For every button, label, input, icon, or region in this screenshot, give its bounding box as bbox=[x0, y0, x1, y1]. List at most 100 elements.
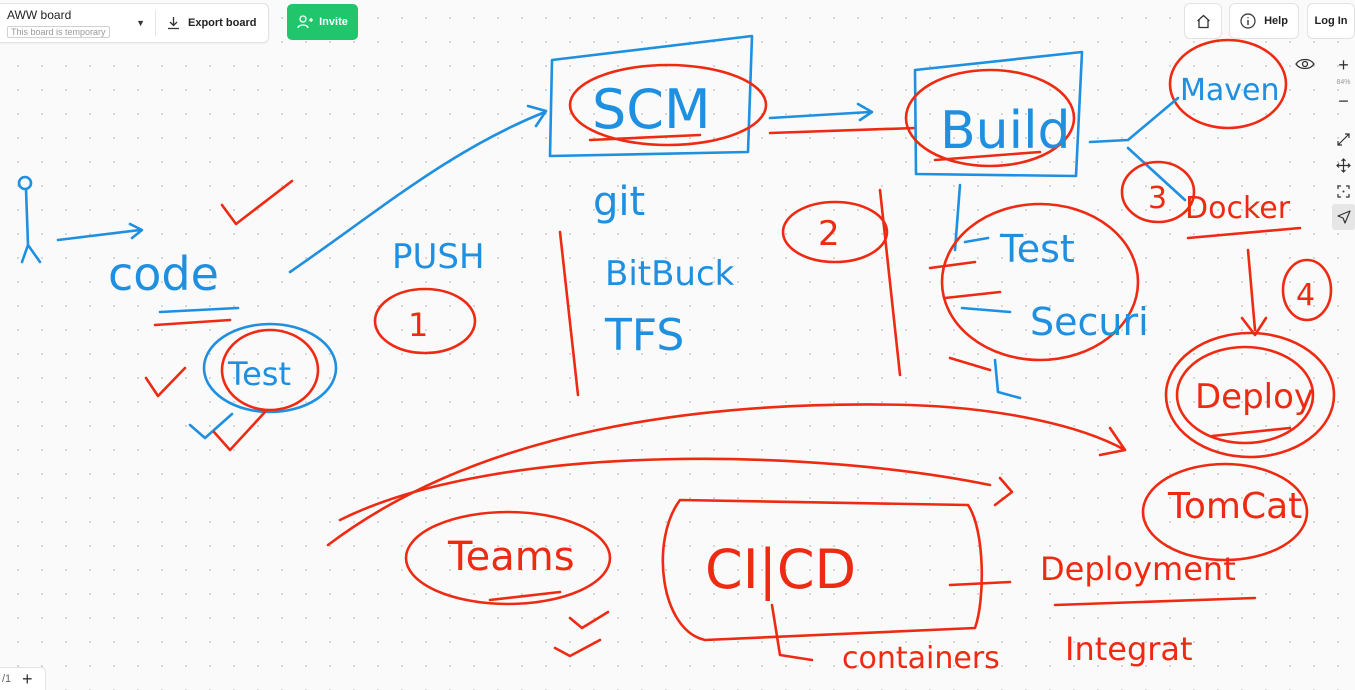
check-mark-left bbox=[144, 366, 187, 398]
help-label: Help bbox=[1264, 15, 1288, 27]
help-button[interactable]: Help bbox=[1229, 3, 1299, 39]
zoom-out-button[interactable]: − bbox=[1338, 90, 1349, 111]
label-maven: Maven bbox=[1180, 73, 1280, 108]
add-user-icon bbox=[297, 15, 314, 29]
check-mark-red-bottom bbox=[212, 410, 267, 452]
export-board-button[interactable]: Export board bbox=[156, 4, 268, 42]
label-deploy: Deploy bbox=[1195, 377, 1314, 417]
navigation-arrow-icon bbox=[1336, 210, 1351, 224]
page-indicator: /1 bbox=[2, 673, 12, 685]
label-integration: Integrat bbox=[1065, 630, 1193, 668]
circle-scm bbox=[568, 63, 768, 147]
home-icon bbox=[1196, 14, 1210, 28]
box-scm bbox=[548, 34, 754, 158]
eye-icon[interactable] bbox=[1295, 57, 1315, 76]
bracket-left bbox=[558, 230, 580, 397]
circle-step-1 bbox=[373, 287, 477, 355]
arc-large bbox=[326, 403, 1127, 547]
check-mark-top bbox=[220, 179, 294, 226]
circle-deploy-outer bbox=[1164, 331, 1336, 459]
export-board-label: Export board bbox=[188, 17, 257, 29]
circle-step-3 bbox=[1120, 160, 1196, 224]
line-test-down bbox=[993, 358, 1022, 400]
download-icon bbox=[168, 17, 179, 30]
arrow-scm-to-build bbox=[768, 102, 874, 122]
line-docker-to-deploy bbox=[1240, 248, 1268, 337]
login-button[interactable]: Log In bbox=[1307, 3, 1355, 39]
label-code: code bbox=[108, 247, 219, 301]
underline-docker bbox=[1186, 226, 1302, 240]
info-icon bbox=[1240, 13, 1256, 29]
arrow-code-to-scm bbox=[288, 104, 548, 274]
label-push: PUSH bbox=[392, 237, 485, 277]
focus-frame-icon bbox=[1337, 184, 1350, 198]
circle-build bbox=[904, 68, 1076, 168]
arrow-figure-to-code bbox=[56, 222, 144, 242]
circle-teams bbox=[404, 510, 612, 606]
add-page-button[interactable]: + bbox=[22, 669, 33, 689]
label-cicd: CI|CD bbox=[705, 538, 856, 601]
label-step-4: 4 bbox=[1296, 278, 1315, 313]
home-button[interactable] bbox=[1184, 3, 1222, 39]
box-cicd bbox=[661, 498, 984, 642]
pointer-tool-button[interactable] bbox=[1332, 204, 1355, 230]
login-label: Log In bbox=[1314, 15, 1348, 27]
underline-code bbox=[158, 306, 240, 314]
label-bitbucket: BitBuck bbox=[605, 254, 735, 294]
circle-tomcat bbox=[1141, 462, 1309, 562]
label-tomcat: TomCat bbox=[1167, 486, 1302, 527]
stick-figure-drawing bbox=[17, 175, 42, 264]
bracket-containers bbox=[770, 603, 814, 662]
label-test-left: Test bbox=[227, 355, 291, 393]
underline-code-red bbox=[153, 318, 232, 327]
label-step-2: 2 bbox=[818, 214, 840, 254]
toolbar-spacer bbox=[1332, 114, 1355, 126]
zoom-in-button[interactable]: + bbox=[1338, 54, 1349, 75]
circle-test-security bbox=[940, 202, 1140, 362]
underline-build bbox=[933, 150, 1042, 162]
label-scm: SCM bbox=[592, 78, 711, 141]
arrow-security bbox=[960, 306, 1012, 314]
label-step-3: 3 bbox=[1148, 181, 1167, 216]
underline-deploy bbox=[1210, 426, 1292, 438]
circle-step-2 bbox=[781, 200, 889, 264]
invite-label: Invite bbox=[319, 16, 348, 28]
circle-test-left-red bbox=[220, 328, 320, 412]
zoom-level: 84% bbox=[1336, 79, 1351, 86]
bracket-right bbox=[878, 188, 902, 377]
expand-icon bbox=[1337, 132, 1350, 146]
label-docker: Docker bbox=[1185, 191, 1291, 226]
underline-scm bbox=[588, 133, 702, 142]
underline-teams bbox=[488, 590, 562, 602]
board-temporary-badge: This board is temporary bbox=[7, 26, 110, 38]
label-tfs: TFS bbox=[604, 310, 684, 361]
check-mark-teams bbox=[553, 610, 610, 658]
zoom-toolbar: + 84% − bbox=[1332, 52, 1355, 230]
line-scm-to-build-red bbox=[768, 126, 917, 135]
focus-button[interactable] bbox=[1332, 178, 1355, 204]
fit-screen-button[interactable] bbox=[1332, 126, 1355, 152]
page-bar: /1 + bbox=[0, 667, 46, 690]
arrow-test bbox=[963, 236, 990, 244]
invite-button[interactable]: Invite bbox=[287, 4, 358, 40]
board-name-selector[interactable]: AWW board This board is temporary ▼ bbox=[0, 4, 155, 42]
label-deployment: Deployment bbox=[1040, 550, 1236, 588]
circle-test-left-blue bbox=[202, 322, 338, 414]
label-security: Securi bbox=[1030, 300, 1149, 344]
label-teams: Teams bbox=[447, 534, 575, 580]
board-title[interactable]: AWW board bbox=[7, 8, 72, 22]
check-mark-blue bbox=[188, 412, 234, 440]
board-toolbar: AWW board This board is temporary ▼ Expo… bbox=[0, 3, 270, 43]
pan-button[interactable] bbox=[1332, 152, 1355, 178]
move-icon bbox=[1336, 157, 1351, 173]
label-git: git bbox=[593, 179, 645, 225]
chevron-down-icon[interactable]: ▼ bbox=[136, 18, 145, 28]
label-step-1: 1 bbox=[408, 306, 428, 344]
arrow-cicd bbox=[948, 580, 1012, 587]
circle-maven bbox=[1168, 38, 1288, 130]
scribble-test-right bbox=[928, 260, 1002, 372]
label-containers: containers bbox=[842, 641, 1000, 676]
line-build-down bbox=[953, 183, 962, 252]
label-test-right: Test bbox=[999, 227, 1075, 271]
